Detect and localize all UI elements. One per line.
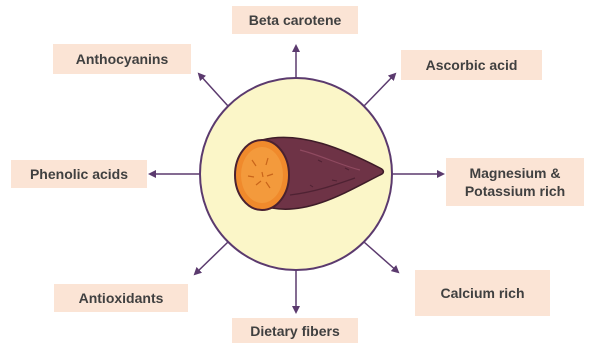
label-ascorbic-acid: Ascorbic acid (401, 50, 542, 80)
arrow-ascorbic-acid (364, 74, 395, 106)
label-calcium-rich: Calcium rich (415, 270, 550, 316)
label-anthocyanins: Anthocyanins (53, 44, 191, 74)
label-beta-carotene: Beta carotene (232, 6, 358, 34)
arrow-anthocyanins (199, 74, 228, 106)
label-dietary-fibers: Dietary fibers (232, 318, 358, 343)
label-antioxidants: Antioxidants (54, 284, 188, 312)
arrow-calcium-rich (364, 242, 398, 272)
label-magnesium-potassium: Magnesium & Potassium rich (446, 158, 584, 206)
label-phenolic-acids: Phenolic acids (11, 160, 147, 188)
arrow-antioxidants (195, 242, 228, 274)
